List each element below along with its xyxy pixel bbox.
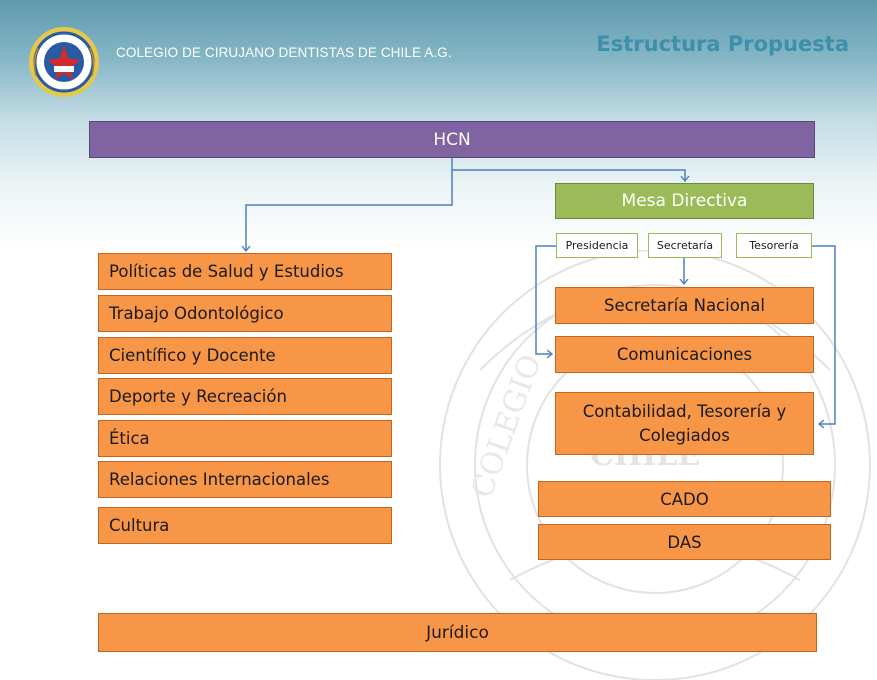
svg-text:COLEGIO: COLEGIO xyxy=(465,350,549,503)
unit-etica: Ética xyxy=(98,420,392,457)
unit-juridico: Jurídico xyxy=(98,613,817,652)
presidencia-box: Presidencia xyxy=(556,233,638,258)
hcn-box: HCN xyxy=(89,121,815,158)
unit-trabajo-odontologico: Trabajo Odontológico xyxy=(98,295,392,332)
unit-secretaria-nacional: Secretaría Nacional xyxy=(555,287,814,324)
unit-relaciones-internacionales: Relaciones Internacionales xyxy=(98,461,392,498)
unit-politicas-salud: Políticas de Salud y Estudios xyxy=(98,253,392,290)
unit-deporte-recreacion: Deporte y Recreación xyxy=(98,378,392,415)
tesoreria-box: Tesorería xyxy=(736,233,812,258)
unit-cientifico-docente: Científico y Docente xyxy=(98,337,392,374)
seal-watermark: CHILE COLEGIO xyxy=(439,250,871,680)
unit-comunicaciones: Comunicaciones xyxy=(555,336,814,373)
unit-cado: CADO xyxy=(538,481,831,517)
organization-name: COLEGIO DE CIRUJANO DENTISTAS DE CHILE A… xyxy=(116,45,452,60)
page-title: Estructura Propuesta xyxy=(596,32,849,56)
unit-das: DAS xyxy=(538,524,831,560)
mesa-directiva-box: Mesa Directiva xyxy=(555,183,814,219)
unit-cultura: Cultura xyxy=(98,507,392,544)
secretaria-box: Secretaría xyxy=(648,233,722,258)
unit-contabilidad-tesoreria-colegiados: Contabilidad, Tesorería y Colegiados xyxy=(555,392,814,455)
college-logo xyxy=(29,27,99,97)
